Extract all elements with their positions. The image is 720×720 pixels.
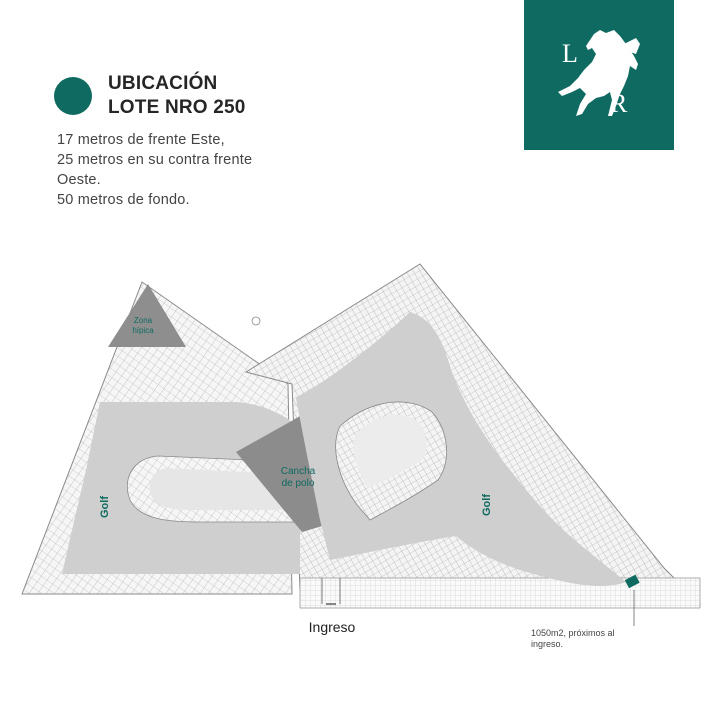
description-line: 17 metros de frente Este, [57, 132, 225, 148]
zona-hipica-label: Zona [134, 316, 153, 325]
entrance-road [321, 578, 341, 604]
lot-note-label: ingreso. [531, 639, 563, 649]
service-strip [299, 577, 701, 609]
title-line-1: UBICACIÓN [108, 73, 218, 94]
description-line: Oeste. [57, 172, 101, 188]
lot-description: 17 metros de frente Este, 25 metros en s… [57, 130, 252, 210]
horse-icon: L R [558, 30, 640, 118]
title-line-2: LOTE NRO 250 [108, 97, 246, 118]
golf-east-label: Golf [481, 494, 493, 516]
polo-field-label: Cancha [281, 466, 316, 477]
polo-field-label: de polo [282, 478, 315, 489]
description-line: 50 metros de fondo. [57, 192, 190, 208]
lot-note-label: 1050m2, próximos al [531, 628, 615, 638]
svg-text:L: L [562, 39, 578, 68]
lots-loop-east-inner [353, 414, 427, 488]
north-marker-icon [251, 316, 261, 326]
page-title: UBICACIÓN LOTE NRO 250 [108, 72, 246, 120]
golf-course-west [62, 402, 300, 574]
brand-logo: L R [524, 0, 674, 150]
location-dot-icon [54, 77, 92, 115]
golf-west-label: Golf [99, 496, 111, 518]
lot-250-marker [624, 574, 640, 589]
lots-loop-west-inner [149, 468, 286, 510]
entrance-label: Ingreso [309, 619, 356, 635]
zona-hipica-label: hípica [132, 326, 154, 335]
description-line: 25 metros en su contra frente [57, 152, 253, 168]
golf-course-east [296, 312, 626, 587]
zona-hipica-area [108, 284, 186, 347]
